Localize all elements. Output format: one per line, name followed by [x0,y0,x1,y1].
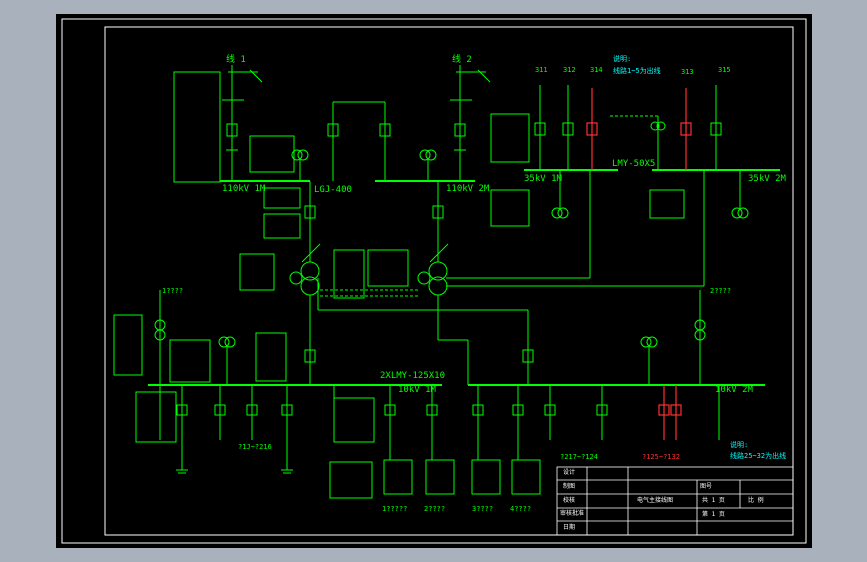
title-block-design: 设计 [563,469,576,476]
circuit-breaker-icon [226,123,238,137]
feeder-group-1-label: ?1J~?216 [238,443,272,451]
capacitor-bank-2-label: 2???? [424,505,446,513]
note-1-heading: 说明: [613,55,632,63]
station-transformer-2-label: 2???? [710,287,732,295]
busbar-10kv-2m-label: 10kV 2M [715,385,753,395]
note-1-text: 线路1~5为出线 [613,67,661,75]
inner-frame [104,26,794,536]
capacitor-bank-3-label: 3???? [472,505,494,513]
title-block-date: 日期 [563,524,576,531]
busbar-110kv-2m-label: 110kV 2M [446,184,490,194]
feeder-group-3-label: ?125~?132 [642,453,680,461]
conductor-lmy-label: LMY-50X5 [612,159,656,169]
sheet-total: 共 1 页 [702,497,725,504]
sheet-number: 第 1 页 [702,511,725,518]
busbar-110kv-1m-label: 110kV 1M [222,184,266,194]
note-2-text: 线路25~32为出线 [730,452,787,460]
drawing-title: 电气主接线图 [637,497,674,504]
note-2-heading: 说明: [730,441,749,449]
drawing-sheet [56,14,812,548]
feeder-group-2-label: ?217~?124 [560,453,598,461]
conductor-twin-label: 2XLMY-125X10 [380,371,446,381]
incoming-line-2-label: 线 2 [452,55,472,65]
incoming-line-1-label: 线 1 [226,55,246,65]
drawing-scale: 比 例 [748,497,764,504]
title-block-drafting: 制图 [563,483,576,490]
title-block-approve: 审核批准 [560,510,585,517]
busbar-10kv-1m-label: 10kV 1M [398,385,436,395]
title-block [556,466,794,536]
station-transformer-1-label: 1???? [162,287,184,295]
busbar-35kv-1m-label: 35kV 1M [524,174,562,184]
drawing-number: 图号 [700,483,713,490]
feeder-312-label: 312 [563,66,576,74]
outer-frame [61,18,807,544]
feeder-314-label: 314 [590,66,603,74]
feeder-311-label: 311 [535,66,548,74]
feeder-313-label: 313 [681,68,694,76]
transformer-icon [300,261,320,281]
title-block-check: 校核 [563,497,576,504]
capacitor-bank-4-label: 4???? [510,505,532,513]
conductor-lgj-label: LGJ-400 [314,185,352,195]
busbar-35kv-2m-label: 35kV 2M [748,174,786,184]
feeder-315-label: 315 [718,66,731,74]
capacitor-bank-1-label: 1????? [382,505,408,513]
